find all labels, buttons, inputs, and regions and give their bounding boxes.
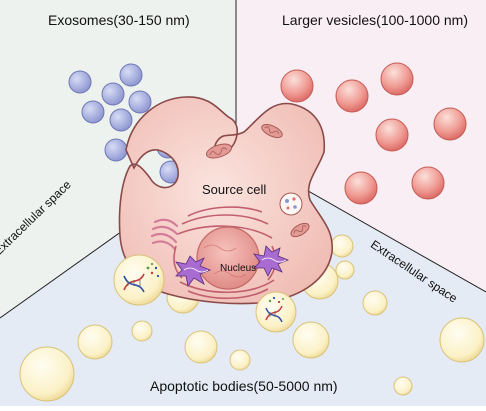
vesicle [380, 62, 414, 96]
vesicle [335, 79, 369, 113]
source-cell [118, 96, 333, 305]
exosome [81, 100, 105, 124]
vesicle [433, 107, 467, 141]
exosome [109, 108, 133, 132]
chromatin-pattern [203, 244, 247, 278]
dna-damage-icon [175, 255, 212, 287]
nucleus [196, 226, 260, 290]
apoptotic-body [330, 234, 354, 258]
exosome [68, 70, 92, 94]
apoptotic-body [131, 320, 153, 342]
apoptotic-body [393, 376, 413, 396]
apoptotic-body [184, 330, 218, 364]
nucleus-label: Nucleus [220, 263, 257, 274]
dna-damage-icon [253, 245, 290, 277]
endoplasmic-reticulum-icon [173, 206, 277, 300]
mitochondrion-icon [261, 124, 283, 138]
apoptotic-body [439, 317, 485, 363]
multivesicular-body-icon [279, 192, 303, 216]
exosome [101, 82, 125, 106]
exosome [119, 63, 143, 87]
golgi-icon [150, 218, 179, 251]
mitochondrion-icon [290, 222, 310, 238]
apoptotic-body [335, 260, 355, 280]
source-cell-label: Source cell [202, 182, 267, 197]
exosome [128, 90, 152, 114]
dot-spray [146, 262, 160, 278]
vesicle [344, 171, 378, 205]
dna-helix-icon [123, 273, 145, 293]
vesicle [411, 166, 445, 200]
larger-vesicles-label: Larger vesicles(100-1000 nm) [282, 12, 468, 28]
apoptotic-body-dna [255, 291, 297, 333]
exosomes-label: Exosomes(30-150 nm) [48, 12, 190, 28]
apoptotic-body [292, 321, 330, 359]
mitochondrion-icon [205, 143, 233, 159]
dot-spray [268, 296, 284, 304]
larger-vesicles-group [280, 62, 467, 205]
exosome [104, 138, 128, 162]
apoptotic-body [362, 290, 388, 316]
dna-helix-icon [265, 305, 283, 323]
apoptotic-bodies-label: Apoptotic bodies(50-5000 nm) [150, 378, 338, 394]
vesicle [375, 118, 409, 152]
apoptotic-body-dna [113, 254, 165, 306]
apoptotic-body [77, 324, 113, 360]
apoptotic-body [19, 346, 75, 402]
vesicle [280, 69, 314, 103]
apoptotic-body [229, 349, 251, 371]
